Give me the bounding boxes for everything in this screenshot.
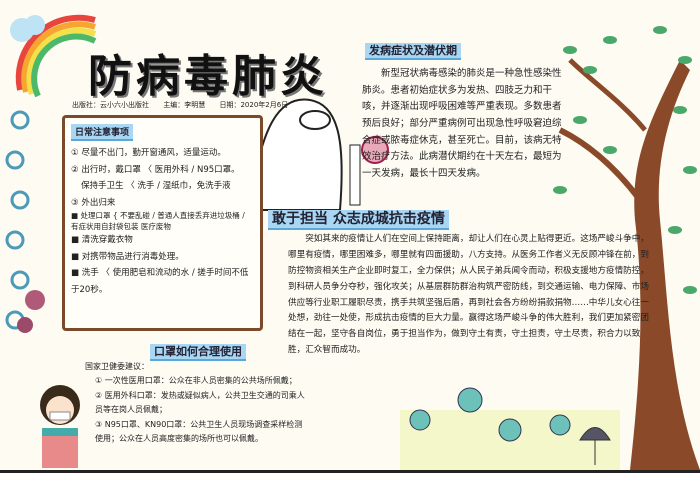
flowers-illustration — [400, 387, 620, 470]
date: 日期：2020年2月6日 — [219, 101, 289, 109]
unity-text: 突如其来的疫情让人们在空间上保持距离，却让人们在心灵上贴得更近。这场严峻斗争中，… — [288, 234, 649, 356]
list-item: ① 一次性医用口罩：公众在非人员密集的公共场所佩戴； — [95, 376, 297, 386]
list-item: ■ 处理口罩 { 不要乱碰 / 普通人直接丢弃进垃圾桶 / 有症状用自封袋包装 … — [71, 211, 245, 231]
editor: 主编：李明慧 — [163, 101, 206, 109]
symptoms-text: 新型冠状病毒感染的肺炎是一种急性感染性肺炎。患者初始症状多为发热、四肢乏力和干咳… — [362, 68, 562, 179]
tree-illustration — [553, 26, 700, 470]
rainbow-illustration — [10, 14, 97, 98]
publisher: 出版社：云小六小出版社 — [72, 101, 149, 109]
swirl-border-decoration — [5, 110, 45, 333]
list-item: 保持手卫生 〈 洗手 / 湿纸巾，免洗手液 — [81, 181, 231, 192]
list-item: ② 出行时，戴口罩 〈 医用外科 / N95口罩。 — [71, 164, 240, 175]
symptoms-heading-wrap: 发病症状及潜伏期 — [365, 42, 461, 60]
girl-with-mask-illustration — [40, 385, 80, 468]
section-heading: 敢于担当 众志成城抗击疫情 — [268, 210, 449, 230]
mask-usage-section: 国家卫健委建议： ① 一次性医用口罩：公众在非人员密集的公共场所佩戴； ② 医用… — [85, 360, 305, 446]
section-heading: 口罩如何合理使用 — [150, 344, 246, 361]
list-item: ② 医用外科口罩：发热或疑似病人，公共卫生交通的司乘人员等在岗人员佩戴； — [95, 390, 305, 415]
mask-heading-wrap: 口罩如何合理使用 — [150, 343, 246, 361]
list-item: ① 尽量不出门，勤开窗通风，适量运动。 — [71, 148, 226, 158]
poster-title: 防病毒肺炎 — [88, 51, 328, 102]
list-item: ■ 洗手 〈 使用肥皂和流动的水 / 搓手时间不低于20秒。 — [71, 268, 249, 295]
list-item: ■ 对携带物品进行消毒处理。 — [71, 251, 184, 262]
daily-precautions-section: 日常注意事项 ① 尽量不出门，勤开窗通风，适量运动。 ② 出行时，戴口罩 〈 医… — [62, 115, 263, 331]
section-heading: 日常注意事项 — [71, 124, 134, 141]
list-item: ③ 外出归来 — [71, 197, 116, 208]
section-heading: 发病症状及潜伏期 — [365, 43, 461, 60]
mask-intro: 国家卫健委建议： — [85, 362, 149, 371]
list-item: ③ N95口罩、KN90口罩：公共卫生人员现场调查采样检测使用；公众在人员高度密… — [95, 419, 303, 443]
publication-info: 出版社：云小六小出版社 主编：李明慧 日期：2020年2月6日 — [72, 100, 300, 110]
unity-section: 敢于担当 众志成城抗击疫情 突如其来的疫情让人们在空间上保持距离，却让人们在心灵… — [258, 208, 658, 355]
doctor-fighting-virus-illustration — [248, 98, 389, 211]
list-item: ■ 清洗穿戴衣物 — [71, 235, 133, 246]
